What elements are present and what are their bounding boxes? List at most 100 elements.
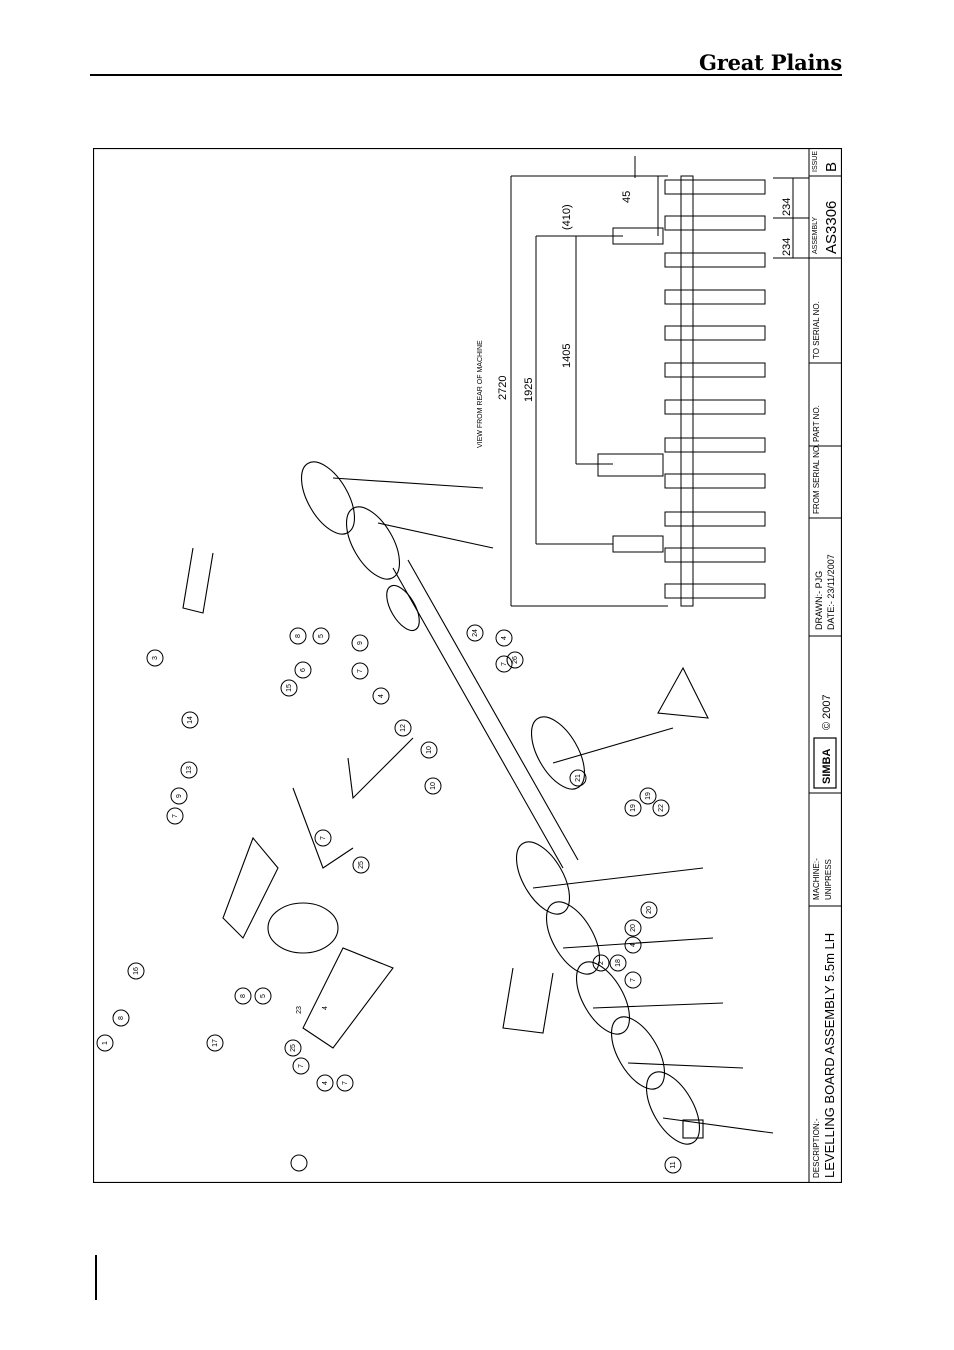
svg-text:7: 7	[172, 814, 179, 818]
svg-text:19: 19	[645, 792, 652, 800]
svg-text:20: 20	[630, 924, 637, 932]
callout-8a: 8	[112, 1009, 130, 1027]
svg-text:12: 12	[400, 724, 407, 732]
simba-logo: SIMBA	[813, 737, 837, 789]
svg-text:6: 6	[300, 668, 307, 672]
svg-text:3: 3	[152, 656, 159, 660]
callout-8c: 8	[234, 987, 252, 1005]
description-value: LEVELLING BOARD ASSEMBLY 5.5m LH	[822, 933, 837, 1178]
svg-text:1: 1	[102, 1041, 109, 1045]
svg-text:18: 18	[615, 959, 622, 967]
callout-19b: 19	[639, 787, 657, 805]
dim-45: 45	[621, 191, 633, 203]
rear-axle	[680, 175, 694, 607]
svg-text:10: 10	[430, 782, 437, 790]
callout-10b: 10	[424, 777, 442, 795]
title-block-text: DESCRIPTION:- LEVELLING BOARD ASSEMBLY 5…	[812, 151, 840, 1178]
dim-2720: 2720	[497, 376, 509, 400]
copyright-text: © 2007	[821, 694, 833, 730]
svg-text:4: 4	[322, 1081, 329, 1085]
svg-text:24: 24	[472, 629, 479, 637]
callout-2: 2	[592, 954, 610, 972]
svg-text:9: 9	[357, 641, 364, 645]
machine-value: UNIPRESS	[824, 859, 833, 900]
svg-text:25: 25	[290, 1044, 297, 1052]
svg-text:5: 5	[318, 634, 325, 638]
callout-20b: 20	[640, 901, 658, 919]
svg-text:17: 17	[212, 1039, 219, 1047]
svg-text:7: 7	[298, 1064, 305, 1068]
part-no-label: PART NO.	[812, 405, 821, 442]
exploded-assembly	[182, 461, 774, 1145]
machine-label: MACHINE:-	[812, 858, 821, 900]
callout-7d: 7	[314, 829, 332, 847]
svg-text:9: 9	[176, 794, 183, 798]
svg-text:13: 13	[186, 766, 193, 774]
callout-11: 11	[664, 1156, 682, 1174]
svg-text:21: 21	[575, 774, 582, 782]
callout-7b: 7	[351, 662, 369, 680]
callout-12: 12	[394, 719, 412, 737]
callout-18: 18	[609, 954, 627, 972]
svg-text:4: 4	[378, 694, 385, 698]
callout-7g: 7	[292, 1057, 310, 1075]
svg-text:7: 7	[630, 978, 637, 982]
svg-text:4: 4	[630, 943, 637, 947]
callout-5b: 5	[312, 627, 330, 645]
svg-text:2: 2	[598, 961, 605, 965]
rear-view-caption: VIEW FROM REAR OF MACHINE	[477, 340, 484, 448]
callout-26: 26	[506, 651, 524, 669]
callout-17: 17	[206, 1034, 224, 1052]
from-serial-label: FROM SERIAL NO.	[812, 444, 821, 514]
callout-4a: 4	[322, 1006, 329, 1010]
callout-8b: 8	[289, 627, 307, 645]
callout-20a: 20	[624, 919, 642, 937]
callout-9b: 9	[351, 634, 369, 652]
callout-1: 1	[96, 1034, 114, 1052]
callout-7a: 7	[166, 807, 184, 825]
header-rule	[90, 74, 842, 76]
svg-text:16: 16	[133, 967, 140, 975]
rear-tines	[664, 179, 766, 599]
svg-text:8: 8	[295, 634, 302, 638]
callout-4e: 4	[316, 1074, 334, 1092]
drawing-sheet: DESCRIPTION:- LEVELLING BOARD ASSEMBLY 5…	[93, 148, 842, 1183]
dim-234-a: 234	[781, 198, 793, 216]
callout-3: 3	[146, 649, 164, 667]
drawing-date: DATE:- 23/11/2007	[826, 554, 836, 630]
svg-text:7: 7	[501, 662, 508, 666]
svg-text:25: 25	[358, 861, 365, 869]
svg-text:22: 22	[658, 804, 665, 812]
dim-234-b: 234	[781, 238, 793, 256]
dim-410: (410)	[561, 204, 573, 230]
callout-13: 13	[180, 761, 198, 779]
svg-text:15: 15	[286, 684, 293, 692]
main-shaft	[392, 559, 579, 869]
callouts: 1 2 3 4 4 4 4 4 5 5 6 7 7 7 7 7 7 7 8 8 …	[96, 624, 682, 1174]
callout-25a: 25	[352, 856, 370, 874]
issue-value: B	[823, 162, 840, 172]
callout-7e: 7	[624, 971, 642, 989]
simba-logo-text: SIMBA	[821, 749, 833, 785]
title-block	[808, 148, 842, 1183]
callout-25b: 25	[284, 1039, 302, 1057]
svg-text:10: 10	[426, 746, 433, 754]
svg-text:4: 4	[322, 1006, 329, 1010]
callout-19a: 19	[624, 799, 642, 817]
svg-text:7: 7	[342, 1081, 349, 1085]
sheet-border	[93, 148, 842, 1183]
svg-text:7: 7	[320, 836, 327, 840]
brand-logo-text: Great Plains	[698, 50, 842, 75]
callout-22: 22	[652, 799, 670, 817]
svg-text:7: 7	[357, 669, 364, 673]
svg-text:26: 26	[512, 656, 519, 664]
dim-1405: 1405	[561, 344, 573, 368]
description-label: DESCRIPTION:-	[812, 1118, 821, 1178]
footer-rule	[95, 1255, 97, 1300]
callout-4b: 4	[495, 629, 513, 647]
callout-16: 16	[127, 962, 145, 980]
svg-text:4: 4	[501, 636, 508, 640]
svg-text:23: 23	[296, 1006, 303, 1014]
drawn-by: DRAWN:- PJG	[814, 571, 824, 630]
svg-text:8: 8	[240, 994, 247, 998]
